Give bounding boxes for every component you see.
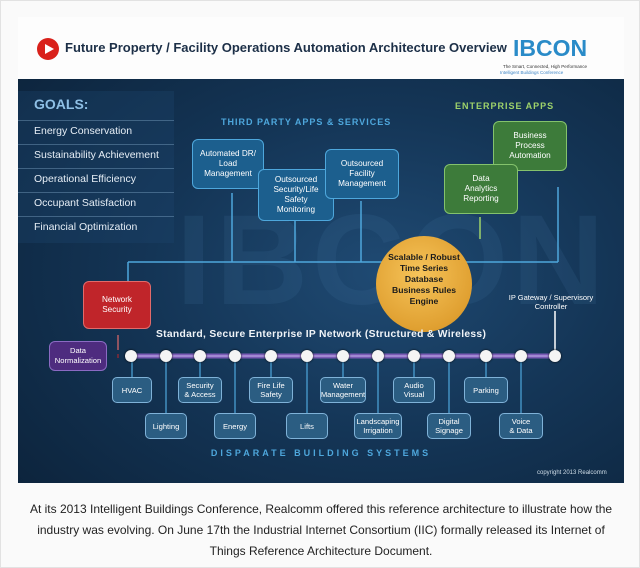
ibcon-logo: IBCON: [513, 35, 588, 61]
copyright-note: copyright 2013 Realcomm: [537, 470, 607, 476]
enterprise-heading: ENTERPRISE APPS: [455, 101, 555, 111]
system-hvac: HVAC: [112, 377, 152, 403]
play-icon: [37, 38, 59, 60]
network-node: [443, 350, 455, 362]
database-label: Scalable / Robust Time Series Database B…: [388, 252, 460, 306]
system-lifts: Lifts: [286, 413, 328, 439]
system-energy: Energy: [214, 413, 256, 439]
system-lighting: Lighting: [145, 413, 187, 439]
network-security-box: Network Security: [83, 281, 151, 329]
network-node: [372, 350, 384, 362]
network-node: [194, 350, 206, 362]
logo-tagline-conference: Intelligent Buildings Conference: [500, 70, 564, 75]
network-label: Standard, Secure Enterprise IP Network (…: [156, 329, 487, 340]
network-node: [408, 350, 420, 362]
data-analytics-box: Data Analytics Reporting: [444, 164, 518, 214]
system-landscaping-irrigation: Landscaping Irrigation: [354, 413, 402, 439]
third-party-heading: THIRD PARTY APPS & SERVICES: [221, 117, 392, 127]
gateway-node: [549, 350, 561, 362]
building-systems-band: DISPARATE BUILDING SYSTEMS: [210, 448, 432, 458]
goal-item: Operational Efficiency: [18, 168, 174, 191]
business-process-box: Business Process Automation: [493, 121, 567, 171]
slide-header: Future Property / Facility Operations Au…: [18, 17, 624, 79]
network-node: [515, 350, 527, 362]
automated-dr-box: Automated DR/ Load Management: [192, 139, 264, 189]
goals-heading: GOALS:: [34, 96, 89, 112]
system-audio-visual: Audio Visual: [393, 377, 435, 403]
goal-item: Occupant Satisfaction: [18, 192, 174, 215]
network-node: [229, 350, 241, 362]
goals-panel: GOALS: Energy Conservation Sustainabilit…: [18, 91, 174, 243]
network-node: [337, 350, 349, 362]
outsourced-facility-box: Outsourced Facility Management: [325, 149, 399, 199]
architecture-slide: IBCON: [18, 17, 624, 483]
system-parking: Parking: [464, 377, 508, 403]
network-node: [265, 350, 277, 362]
figure-caption: At its 2013 Intelligent Buildings Confer…: [29, 502, 613, 558]
data-normalization-box: Data Normalization: [49, 341, 107, 371]
system-digital-signage: Digital Signage: [427, 413, 471, 439]
network-node: [480, 350, 492, 362]
outsourced-security-box: Outsourced Security/Life Safety Monitori…: [258, 169, 334, 221]
gateway-label: IP Gateway / Supervisory Controller: [508, 293, 594, 311]
system-security-access: Security & Access: [178, 377, 222, 403]
goal-item: Sustainability Achievement: [18, 144, 174, 167]
logo-tagline: The Smart, Connected, High Performance: [503, 64, 588, 69]
system-fire-life-safety: Fire Life Safety: [249, 377, 293, 403]
goal-item: Energy Conservation: [18, 120, 174, 143]
network-node: [160, 350, 172, 362]
system-water-management: Water Management: [320, 377, 366, 403]
system-voice-data: Voice & Data: [499, 413, 543, 439]
network-node: [301, 350, 313, 362]
slide-title: Future Property / Facility Operations Au…: [65, 40, 507, 55]
network-node: [125, 350, 137, 362]
database-engine: Scalable / Robust Time Series Database B…: [376, 236, 472, 332]
goal-item: Financial Optimization: [18, 216, 174, 239]
